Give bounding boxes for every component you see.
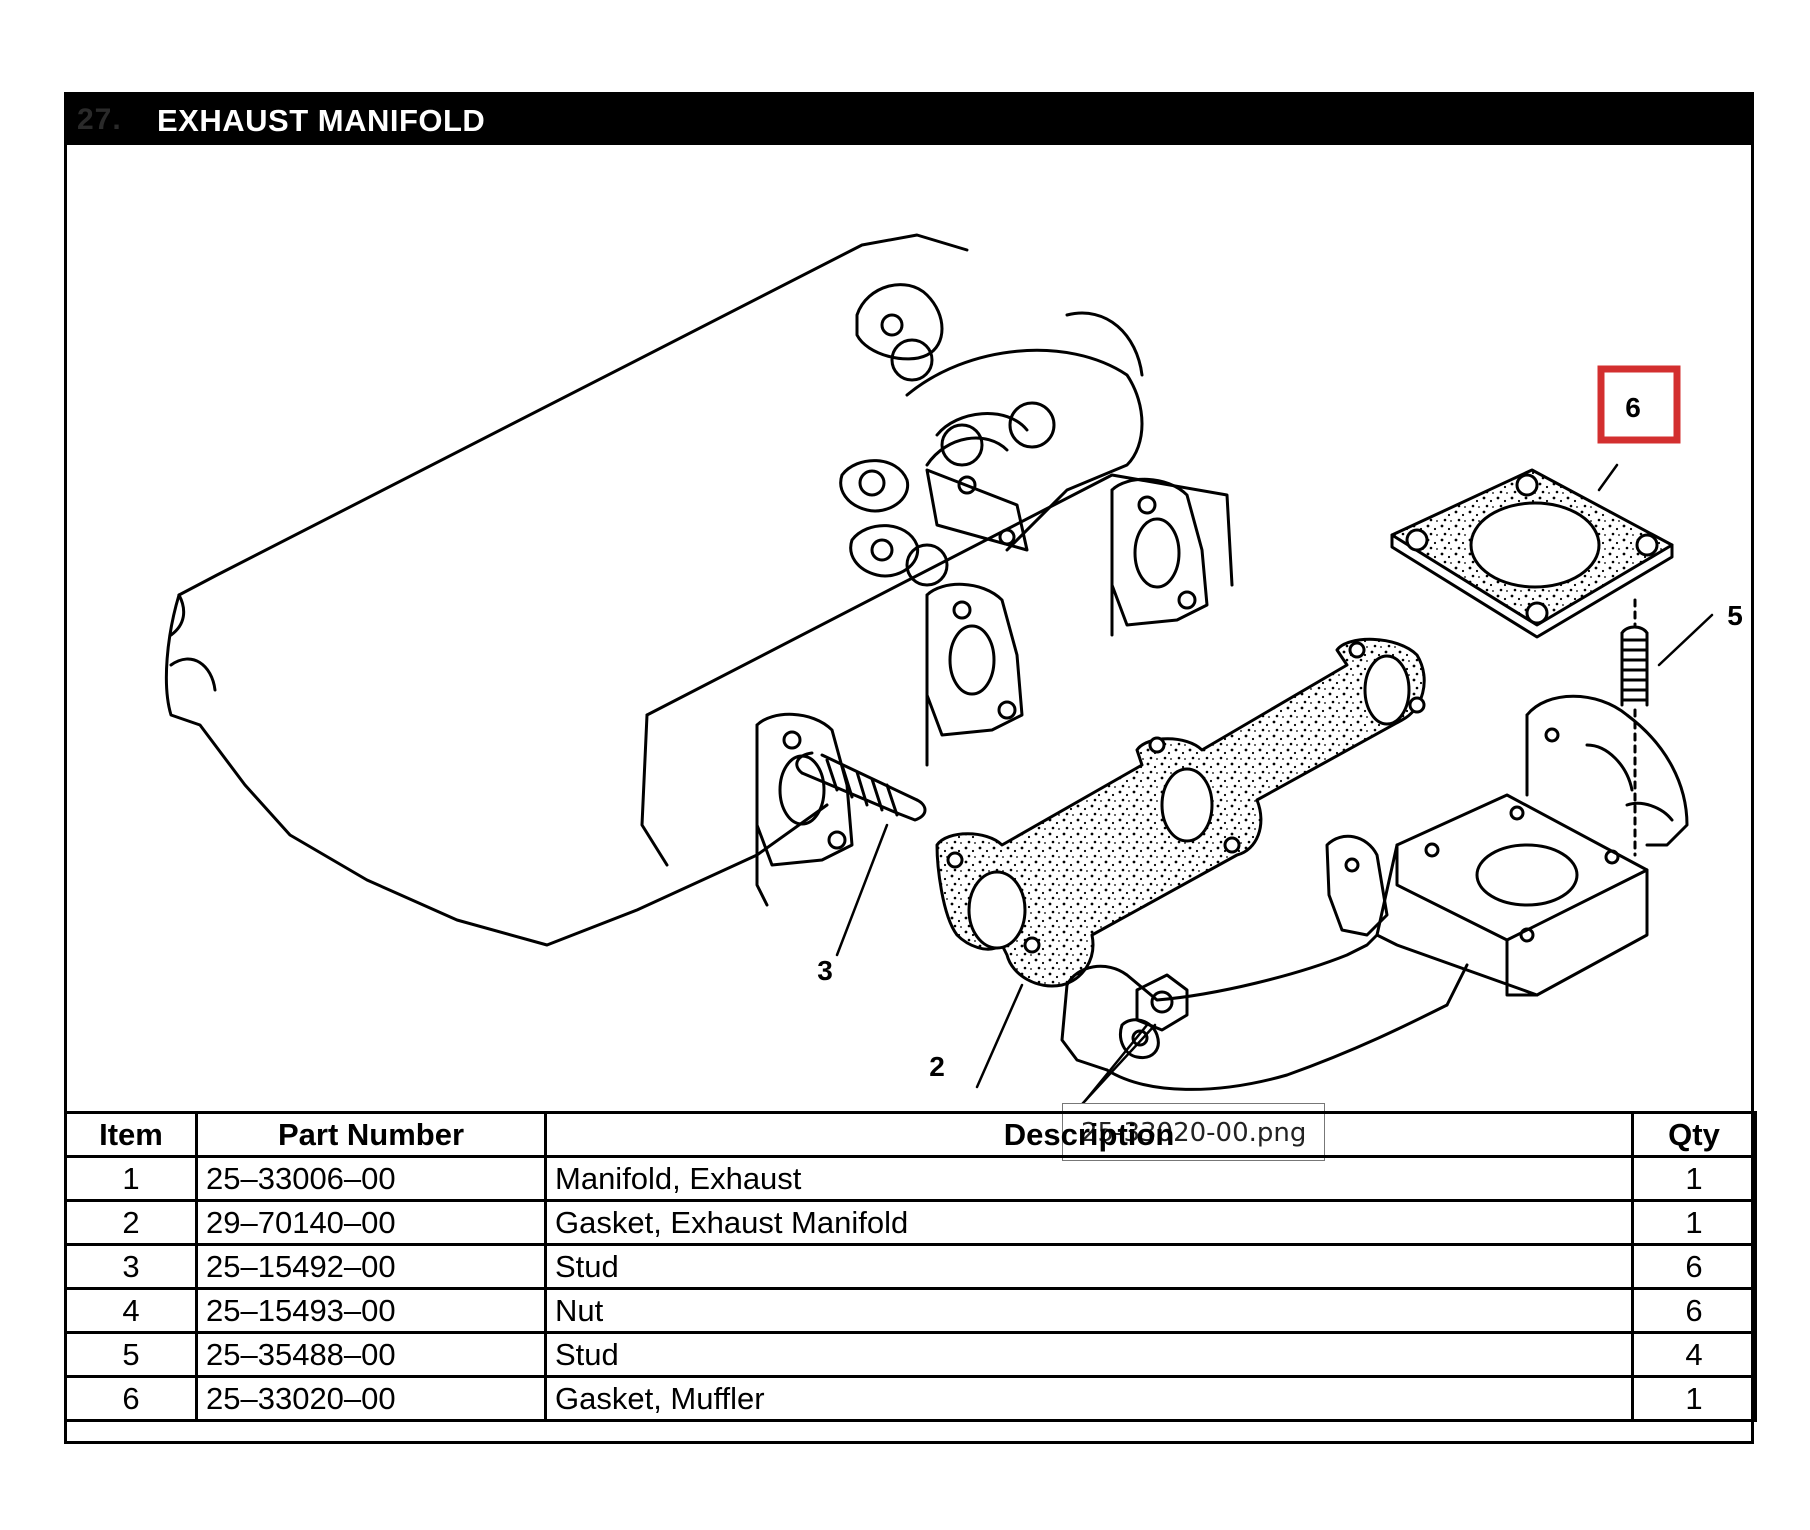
description-cell: Manifold, Exhaust [544, 1155, 1634, 1202]
qty-cell: 1 [1631, 1155, 1757, 1202]
leader-line-5 [1657, 613, 1714, 667]
qty-cell: 4 [1631, 1331, 1757, 1378]
description-cell: Stud [544, 1243, 1634, 1290]
qty-cell: 1 [1631, 1199, 1757, 1246]
column-header-item: Item [64, 1111, 198, 1158]
table-row: 3 25–15492–00 Stud 6 [64, 1243, 1757, 1290]
callout-5: 5 [1727, 600, 1743, 631]
column-header-qty: Qty [1631, 1111, 1757, 1158]
item-cell: 3 [64, 1243, 198, 1290]
stud-item-5-drawing [1620, 598, 1649, 857]
leader-line-1 [1083, 1023, 1149, 1103]
description-cell: Gasket, Muffler [544, 1375, 1634, 1422]
parts-diagram-frame: 27. EXHAUST MANIFOLD [64, 92, 1757, 1444]
nut-item-4-drawing [1135, 973, 1189, 1032]
item-cell: 2 [64, 1199, 198, 1246]
part-number-cell: 25–15492–00 [195, 1243, 547, 1290]
item-cell: 5 [64, 1331, 198, 1378]
callout-6-highlight-box [1597, 365, 1681, 444]
part-number-cell: 25–33006–00 [195, 1155, 547, 1202]
callout-3: 3 [817, 955, 833, 986]
leader-line-2 [975, 983, 1024, 1089]
part-number-cell: 25–15493–00 [195, 1287, 547, 1334]
qty-cell: 6 [1631, 1243, 1757, 1290]
callout-6: 6 [1625, 392, 1641, 423]
table-row: 2 29–70140–00 Gasket, Exhaust Manifold 1 [64, 1199, 1757, 1246]
muffler-gasket-item-6-drawing [1390, 468, 1674, 639]
exhaust-manifold-illustration: 1 2 3 5 6 [164, 233, 1743, 1111]
qty-cell: 6 [1631, 1287, 1757, 1334]
manifold-item-1-drawing [1060, 694, 1689, 1091]
exploded-view-figure: 1 2 3 5 6 25-33020-00.png [67, 145, 1751, 1161]
description-cell: Gasket, Exhaust Manifold [544, 1199, 1634, 1246]
part-number-cell: 29–70140–00 [195, 1199, 547, 1246]
table-header-row: Item Part Number Description Qty [64, 1111, 1757, 1158]
engine-block-drawing [164, 233, 1234, 947]
part-number-cell: 25–35488–00 [195, 1331, 547, 1378]
table-row: 4 25–15493–00 Nut 6 [64, 1287, 1757, 1334]
table-row: 5 25–35488–00 Stud 4 [64, 1331, 1757, 1378]
part-number-cell: 25–33020–00 [195, 1375, 547, 1422]
column-header-part-number: Part Number [195, 1111, 547, 1158]
exhaust-manifold-gasket-item-2-drawing [935, 637, 1426, 988]
leader-line-6 [1597, 463, 1619, 492]
description-cell: Nut [544, 1287, 1634, 1334]
section-number: 27. [77, 103, 122, 136]
parts-list-table: Item Part Number Description Qty 1 25–33… [64, 1111, 1757, 1422]
leader-line-3 [835, 823, 889, 957]
section-header-bar: 27. EXHAUST MANIFOLD [67, 95, 1751, 145]
stud-item-3-drawing [795, 751, 927, 822]
item-cell: 4 [64, 1287, 198, 1334]
callout-leader-lines [835, 463, 1714, 1111]
column-header-description: Description [544, 1111, 1634, 1158]
table-row: 6 25–33020–00 Gasket, Muffler 1 [64, 1375, 1757, 1422]
section-title: EXHAUST MANIFOLD [157, 103, 486, 138]
callout-2: 2 [929, 1051, 945, 1082]
item-cell: 1 [64, 1155, 198, 1202]
item-cell: 6 [64, 1375, 198, 1422]
qty-cell: 1 [1631, 1375, 1757, 1422]
table-row: 1 25–33006–00 Manifold, Exhaust 1 [64, 1155, 1757, 1202]
description-cell: Stud [544, 1331, 1634, 1378]
